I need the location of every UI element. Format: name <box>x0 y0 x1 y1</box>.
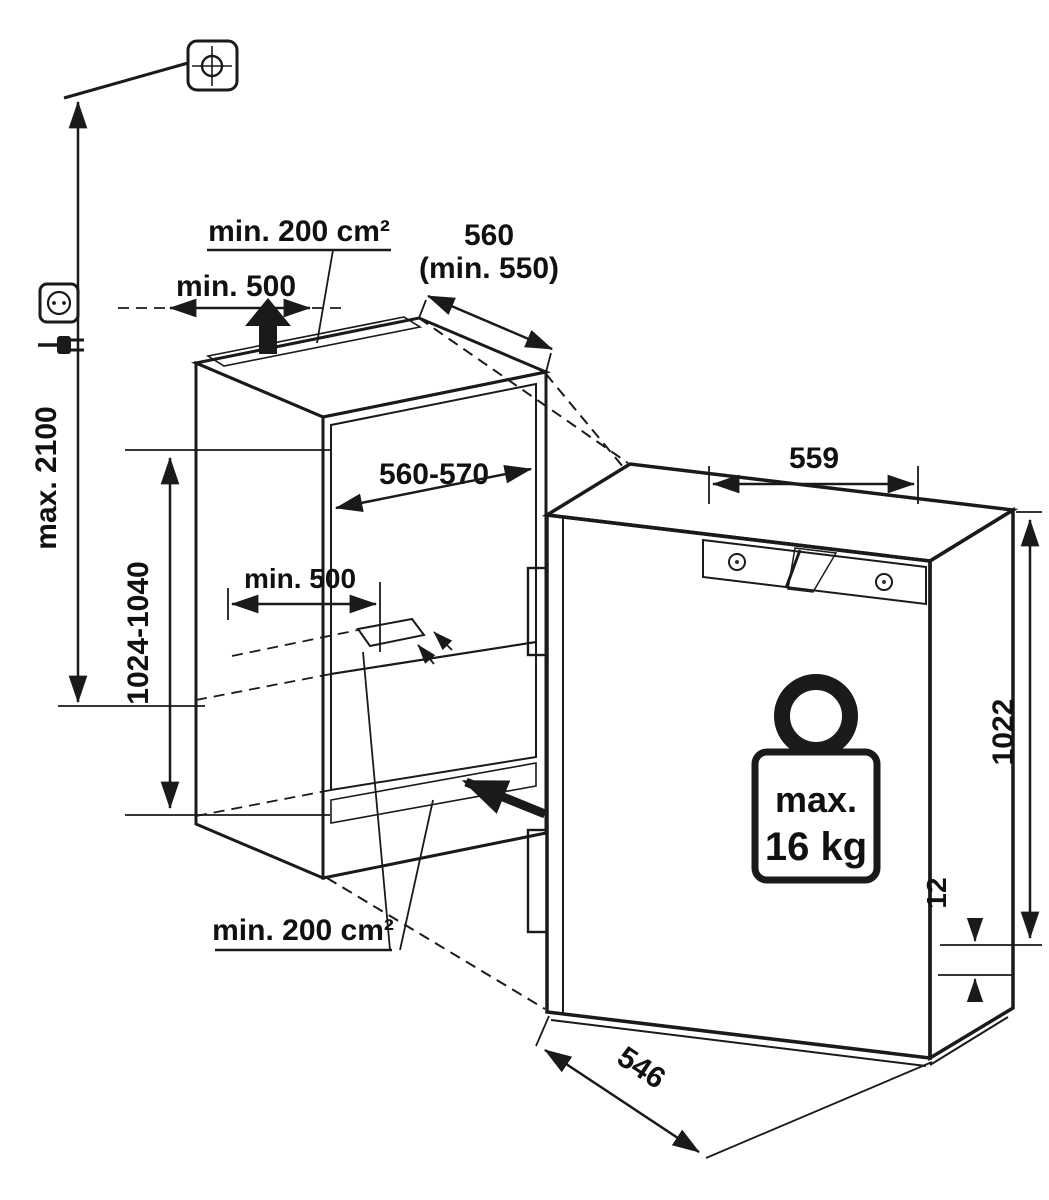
floor-cutout-arrow-2 <box>433 631 453 651</box>
floor-clearance-label: min. 500 <box>244 563 356 594</box>
socket-height-label: max. 2100 <box>30 406 63 549</box>
appliance-width-label: 559 <box>789 442 839 475</box>
bottom-vent-leader-2 <box>399 799 434 951</box>
niche-top-vent-strip <box>205 316 423 367</box>
dim-plinth: 12 <box>921 877 1012 1003</box>
control-knob-right <box>875 573 893 591</box>
control-panel <box>702 538 927 606</box>
top-vent-label: min. 200 cm² <box>208 215 390 248</box>
plinth-line-side <box>929 1016 1009 1066</box>
niche-floor <box>330 640 537 792</box>
bottom-vent-leader-1 <box>362 651 391 951</box>
weight-body <box>751 748 881 884</box>
niche-floor-vent-cutout <box>356 617 426 648</box>
niche-depth-dim-line <box>426 294 554 351</box>
projection-top-rear <box>418 317 629 464</box>
control-knob-right-dot <box>882 580 886 584</box>
niche-depth-label: 560 <box>464 219 514 252</box>
appliance-depth-label: 546 <box>611 1041 671 1096</box>
socket-outline <box>38 282 80 324</box>
weight-value-label: 16 kg <box>765 825 867 869</box>
plinth-label: 12 <box>921 877 952 908</box>
projection-top-front <box>545 373 625 469</box>
projection-lines <box>326 317 629 1010</box>
hidden-floor-bottom-edge <box>195 789 332 817</box>
bottom-vent-label: min. 200 cm² <box>212 914 394 947</box>
top-vent-leader <box>316 249 334 344</box>
junction-box-icon <box>186 39 239 92</box>
control-knob-left <box>728 553 746 571</box>
dim-niche-width: 560-570 <box>334 458 533 512</box>
dim-floor-clearance: min. 500 <box>227 563 453 665</box>
insertion-arrow-icon <box>461 777 547 819</box>
junction-box-outline <box>186 39 239 92</box>
hidden-vent-edge <box>231 629 359 657</box>
airflow-up-arrow-icon <box>245 298 291 354</box>
socket-icon <box>38 282 80 324</box>
niche-depth-min-label: (min. 550) <box>419 252 559 285</box>
mounting-bracket-bottom <box>526 828 549 934</box>
projection-bottom <box>326 877 546 1010</box>
control-knob-left-dot <box>735 560 739 564</box>
niche-width-dim-line <box>334 465 533 512</box>
dim-top-vent: min. 200 cm² <box>207 215 391 344</box>
niche-depth-ext-left <box>418 299 427 319</box>
top-clearance-label: min. 500 <box>176 270 296 303</box>
niche-width-label: 560-570 <box>379 458 489 491</box>
dim-appliance-width: 559 <box>708 442 919 504</box>
niche-left-face <box>194 360 325 881</box>
max-weight-icon: max. 16 kg <box>751 674 881 884</box>
appliance-height-label: 1022 <box>987 699 1020 766</box>
power-connection <box>38 39 239 354</box>
mounting-bracket-top <box>526 566 549 657</box>
dim-top-clearance: min. 500 <box>118 270 344 318</box>
appliance-depth-dim-line <box>544 1048 700 1154</box>
dim-appliance-height: 1022 <box>940 511 1042 946</box>
hidden-floor-edge <box>195 673 332 701</box>
appliance-depth-ext-right <box>705 1061 933 1159</box>
niche-height-label: 1024-1040 <box>122 561 155 704</box>
junction-circle <box>200 54 224 78</box>
appliance: max. 16 kg <box>526 462 1019 1067</box>
socket-pin-right <box>62 301 66 305</box>
niche-depth-ext-right <box>545 352 552 373</box>
plug-body <box>57 336 71 354</box>
dim-niche-height: 1024-1040 <box>122 449 330 816</box>
dim-bottom-vent: min. 200 cm² <box>212 651 434 952</box>
niche-bottom-vent-strip <box>330 762 537 824</box>
appliance-depth-ext-left <box>535 1015 550 1047</box>
niche-back-wall <box>330 382 537 676</box>
control-panel-slash <box>784 549 802 589</box>
junction-leader-line <box>63 61 189 100</box>
floor-cutout-arrow-1 <box>417 644 436 665</box>
socket-pin-left <box>52 301 56 305</box>
niche-top-face <box>190 316 552 419</box>
socket-circle <box>46 290 72 316</box>
dim-niche-depth: 560 (min. 550) <box>418 219 559 373</box>
control-panel-strip <box>702 538 927 606</box>
dim-socket-height: max. 2100 <box>30 100 205 707</box>
plinth-line-front <box>550 1019 927 1067</box>
weight-max-label: max. <box>775 779 857 820</box>
